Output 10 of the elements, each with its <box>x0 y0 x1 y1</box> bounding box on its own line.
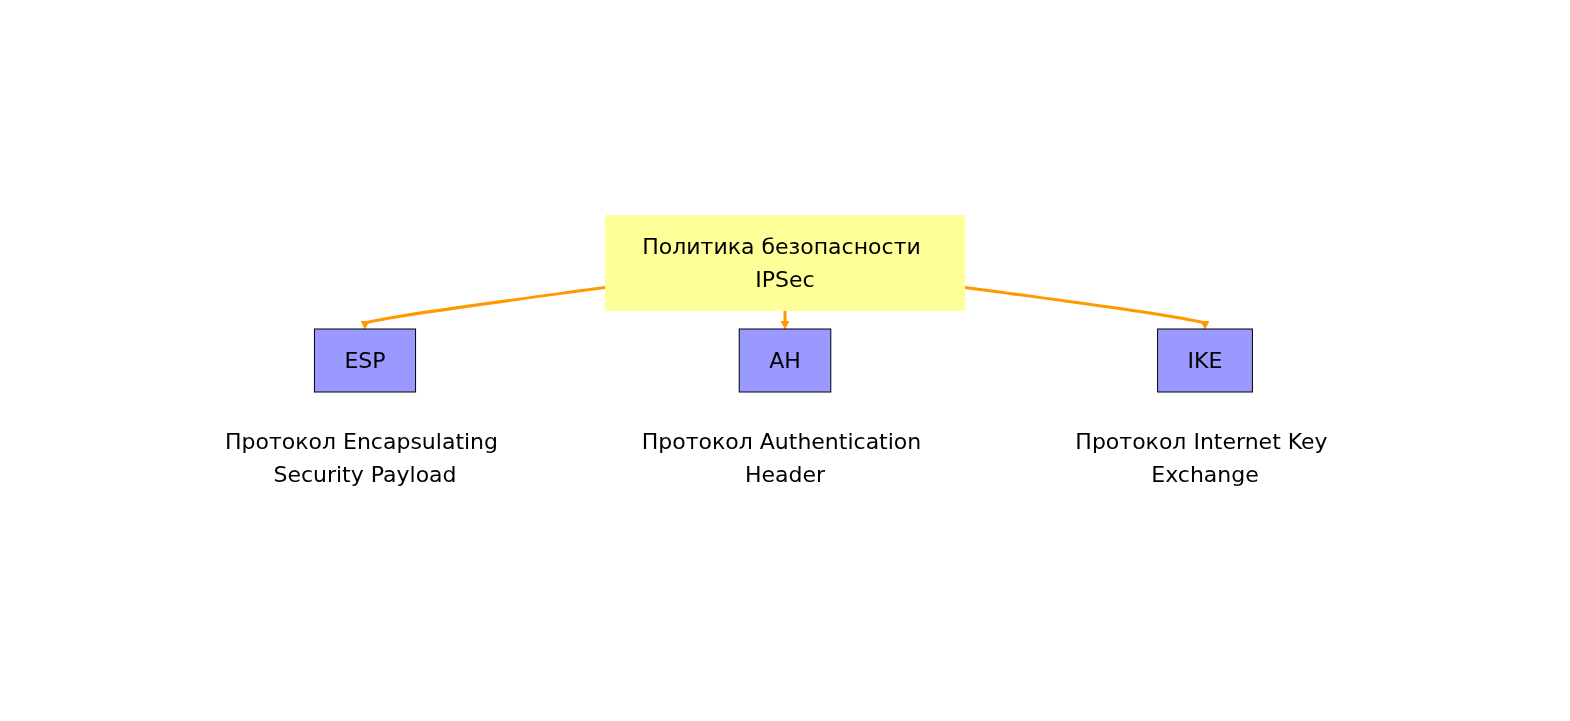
node-box: AH <box>738 328 832 393</box>
node-label: Протокол Internet Key Exchange <box>1075 429 1328 487</box>
node-box: ESP <box>313 328 417 393</box>
node-box: IKE <box>1157 328 1253 393</box>
arrow <box>360 285 606 330</box>
node-box: Политика безопасности IPSec <box>605 215 965 311</box>
node-label: Протокол Authentication Header <box>641 429 922 487</box>
arrow <box>964 285 1210 330</box>
node-label: Протокол Encapsulating Security Payload <box>224 429 499 487</box>
arrow <box>780 311 790 330</box>
